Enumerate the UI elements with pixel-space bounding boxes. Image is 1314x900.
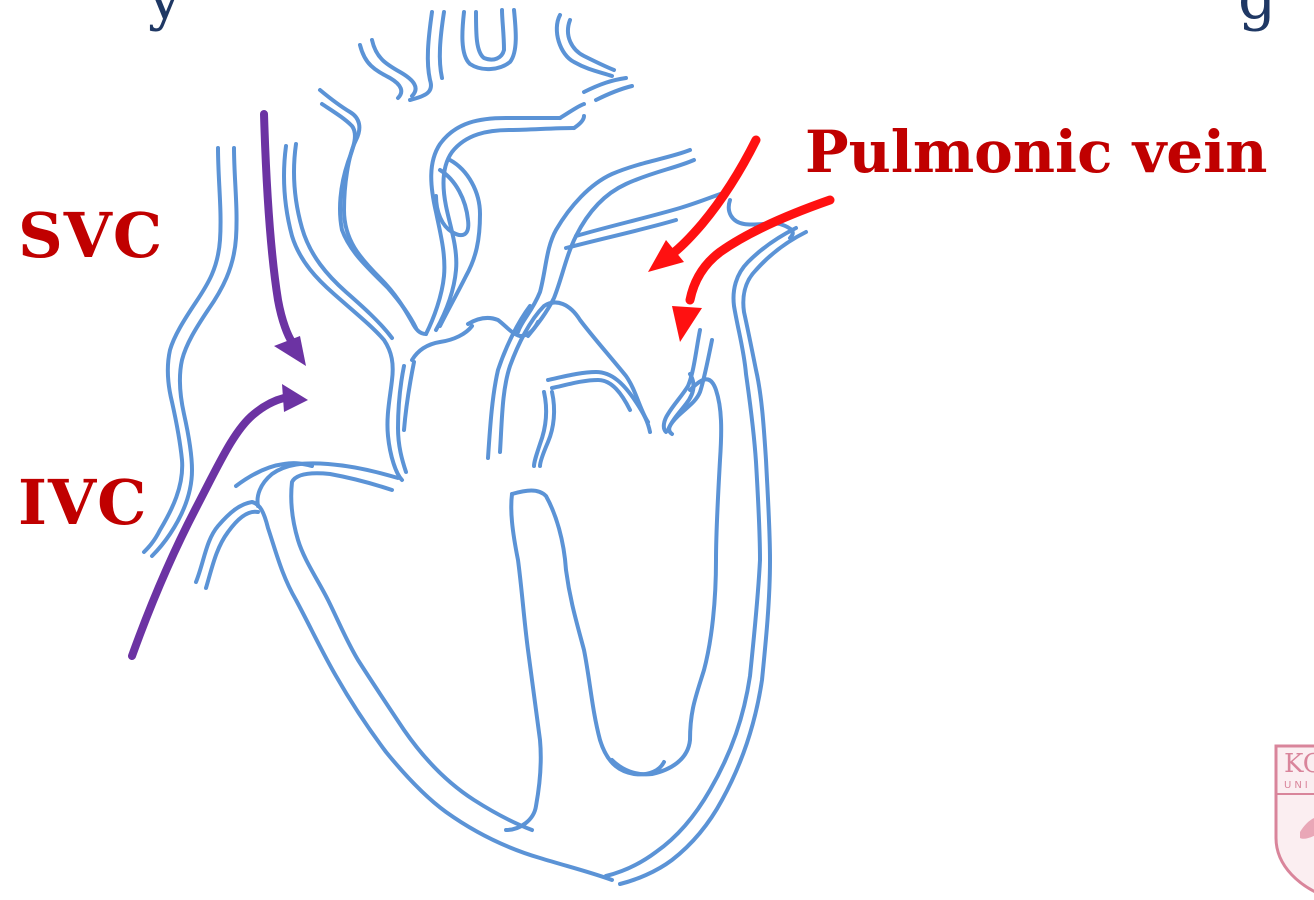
svc-left-wall-b xyxy=(152,148,237,556)
left-ventricle-inner xyxy=(612,379,721,774)
pulmonary-branch xyxy=(576,192,726,236)
university-crest-logo: KO UNI xyxy=(1270,742,1314,900)
crest-icon: KO UNI xyxy=(1270,742,1314,900)
pulmonic-vein-label: Pulmonic vein xyxy=(805,123,1267,181)
aortic-valve-b xyxy=(552,380,630,410)
aortic-branch-3b xyxy=(476,10,504,60)
heart-outline xyxy=(144,10,806,884)
aorta-inner-loop-b xyxy=(440,160,480,326)
left-heart-inner-wall xyxy=(606,228,796,876)
svg-text:KO: KO xyxy=(1284,749,1314,779)
ivc-arrow-head xyxy=(282,384,308,412)
aortic-branch-1b xyxy=(372,40,416,96)
aortic-branch-2b xyxy=(440,12,444,78)
ivc-wall-b xyxy=(206,512,258,588)
septum-left xyxy=(512,491,664,775)
septum-right xyxy=(506,494,541,830)
svg-text:UNI: UNI xyxy=(1284,780,1311,791)
pulmonic-vein-arrow-2 xyxy=(672,200,830,342)
aortic-branch-1 xyxy=(360,45,401,98)
svc-label: SVC xyxy=(18,205,163,267)
aorta-arch-top xyxy=(560,104,584,128)
tricuspid-leaflet-b xyxy=(404,362,414,430)
ivc-wall xyxy=(196,502,612,880)
ivc-arrow xyxy=(132,384,308,656)
svc-arrow-head xyxy=(274,336,306,366)
right-atrium-floor xyxy=(291,473,532,830)
aortic-branch-5 xyxy=(596,86,632,100)
ivc-label: IVC xyxy=(18,472,147,534)
